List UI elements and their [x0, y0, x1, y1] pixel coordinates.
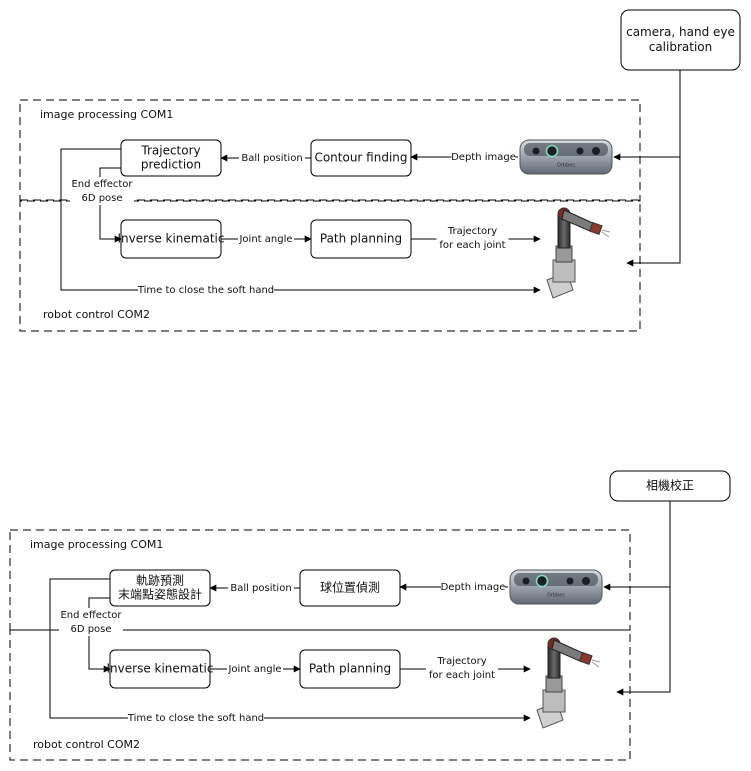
region-label-image-processing: image processing COM1 — [40, 108, 173, 121]
camera-lens-rgb — [545, 144, 559, 158]
edge-label-bg — [451, 150, 516, 164]
trajectory-prediction-box-label: prediction — [141, 158, 201, 172]
path-planning-box[interactable]: Path planning — [310, 219, 412, 259]
calibration-to-robot-arrow — [626, 157, 681, 267]
robot-gripper — [591, 659, 601, 668]
calibration-label: calibration — [649, 40, 713, 54]
path-planning-box-label: Path planning — [320, 232, 402, 246]
calibration-box[interactable]: 相機校正 — [609, 470, 731, 502]
trajectory-prediction-box-label: Trajectory — [140, 144, 200, 158]
region-label-robot-control: robot control COM2 — [33, 738, 140, 751]
contour-finding-box[interactable]: Contour finding — [310, 139, 412, 177]
edge-label-bg — [441, 580, 505, 594]
robot-base-servo — [552, 259, 576, 283]
edge-label-depth-image: Depth image — [451, 152, 516, 163]
edge-label-bg — [138, 283, 274, 297]
edge-label-joint-angle: Joint angle — [238, 234, 292, 245]
edge-label-time-to-close: Time to close the soft hand — [127, 713, 264, 724]
camera-lens-left — [522, 577, 530, 585]
edge-label-bg — [59, 608, 123, 636]
edge-label-for-each-joint: for each joint — [439, 240, 505, 251]
edge-label-bg — [238, 232, 294, 246]
edge-label-trajectory: Trajectory — [436, 656, 486, 667]
edge-label-time-to-close: Time to close the soft hand — [137, 285, 274, 296]
edge-label-bg — [239, 151, 305, 165]
edge-label-joint-angle: Joint angle — [227, 664, 281, 675]
trajectory-prediction-box-label: 末端點姿態設計 — [118, 587, 202, 602]
robot-wrist — [578, 651, 593, 666]
contour-finding-box-label: Contour finding — [314, 151, 407, 165]
region-robot-control — [9, 629, 631, 761]
edge-label-ball-position: Ball position — [241, 153, 302, 164]
camera-lens-ir — [566, 577, 574, 585]
edge-label-ball-position: Ball position — [230, 583, 291, 594]
camera-lens-ir — [576, 147, 584, 155]
camera-lens-rgb — [535, 574, 549, 588]
camera-lens-right — [582, 577, 590, 585]
edge-label-bg — [227, 662, 283, 676]
camera-front-strip — [514, 573, 598, 586]
edge-label-bg — [228, 581, 294, 595]
region-label-robot-control: robot control COM2 — [43, 308, 150, 321]
inverse-kinematic-box-label: Inverse kinematic — [118, 232, 225, 246]
robot-gripper — [601, 229, 611, 238]
camera-front-strip — [524, 143, 608, 156]
contour-finding-box[interactable]: 球位置偵測 — [299, 569, 401, 607]
edge-label-bg — [128, 711, 264, 725]
edge-label-bg — [426, 655, 498, 681]
depth-camera-icon: Orbbec — [509, 569, 603, 605]
inverse-kinematic-box-label: Inverse kinematic — [107, 662, 214, 676]
robot-arm-icon — [546, 207, 611, 299]
edge-label-end-effector: End effector — [60, 610, 122, 621]
inverse-kinematic-box[interactable]: Inverse kinematic — [107, 649, 214, 689]
calibration-to-robot-arrow — [616, 587, 671, 696]
inverse-kinematic-box[interactable]: Inverse kinematic — [118, 219, 225, 259]
diagram-chinese: image processing COM1 robot control COM2 相… — [9, 470, 731, 761]
robot-arm-icon — [536, 637, 601, 729]
region-image-processing — [9, 529, 631, 631]
region-image-processing — [19, 99, 641, 202]
edge-label-for-each-joint: for each joint — [429, 670, 495, 681]
edge-label-bg — [436, 225, 509, 251]
robot-wrist — [588, 221, 603, 236]
region-label-image-processing: image processing COM1 — [30, 538, 163, 551]
path-planning-box[interactable]: Path planning — [299, 649, 401, 689]
camera-lens-right — [592, 147, 600, 155]
time-to-close-arrow — [49, 578, 531, 722]
camera-brand-text: Orbbec — [557, 163, 575, 169]
calibration-label: camera, hand eye — [626, 25, 735, 39]
robot-base-servo — [542, 689, 566, 713]
edge-label-end-effector: End effector — [71, 179, 133, 190]
camera-lens-left — [532, 147, 540, 155]
depth-camera-icon: Orbbec — [519, 139, 613, 175]
diagram-english: image processing COM1 robot control COM2 c… — [19, 9, 741, 332]
camera-brand-text: Orbbec — [547, 593, 565, 599]
trajectory-prediction-box-label: 軌跡預測 — [136, 573, 184, 588]
calibration-label: 相機校正 — [646, 478, 694, 493]
edge-label-trajectory: Trajectory — [447, 226, 497, 237]
edge-label-6d-pose: 6D pose — [70, 624, 111, 635]
contour-finding-box-label: 球位置偵測 — [320, 580, 380, 595]
region-robot-control — [19, 199, 641, 332]
time-to-close-arrow — [60, 148, 541, 294]
edge-label-depth-image: Depth image — [441, 582, 506, 593]
edge-label-6d-pose: 6D pose — [81, 193, 122, 204]
path-planning-box-label: Path planning — [309, 662, 391, 676]
edge-label-bg — [70, 177, 134, 205]
